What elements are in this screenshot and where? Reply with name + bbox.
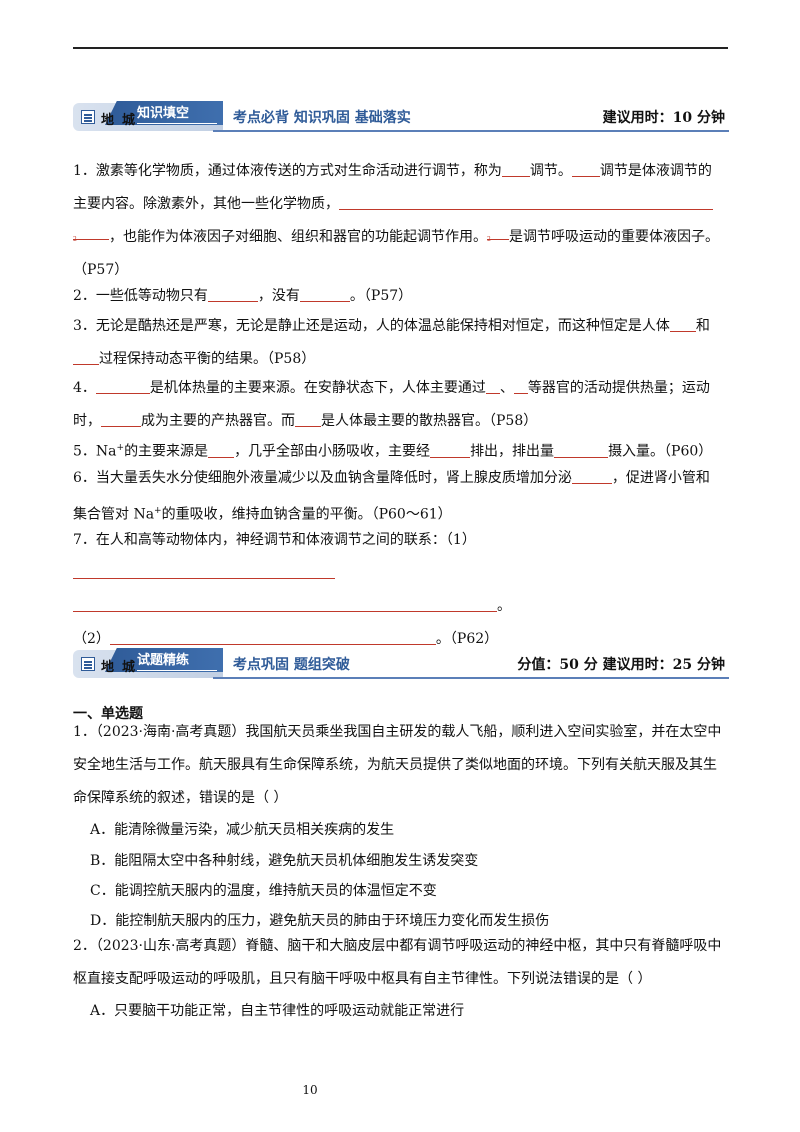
- answer-blank[interactable]: [73, 595, 497, 612]
- question-5: 5．Na+的主要来源是，几乎全部由小肠吸收，主要经排出，排出量摄入量。（P60）: [73, 432, 733, 469]
- score-and-time: 分值：50 分 建议用时：25 分钟: [517, 657, 725, 673]
- answer-blank[interactable]: [295, 410, 321, 427]
- problem-2: 2．（2023·山东·高考真题）脊髓、脑干和大脑皮层中都有调节呼吸运动的神经中枢…: [73, 938, 722, 987]
- question-4: 4．是机体热量的主要来源。在安静状态下，人体主要通过、等器官的活动提供热量；运动…: [73, 372, 733, 438]
- answer-blank[interactable]: [109, 628, 436, 645]
- suggested-time: 建议用时：10 分钟: [602, 110, 725, 126]
- section-tag-underline: [137, 670, 217, 671]
- answer-blank[interactable]: [73, 562, 335, 579]
- section-underline: [213, 130, 729, 132]
- question-3: 3．无论是酷热还是严寒，无论是静止还是运动，人的体温总能保持相对恒定，而这种恒定…: [73, 310, 733, 376]
- section-motto: 考点必背 知识巩固 基础落实: [233, 110, 411, 126]
- answer-blank[interactable]: 2: [487, 223, 509, 243]
- answer-blank[interactable]: [208, 441, 235, 458]
- problem-1-option-d[interactable]: D．能控制航天服内的压力，避免航天员的肺由于环境压力变化而发生损伤: [90, 913, 550, 929]
- section-tag: 试题精练: [137, 653, 190, 668]
- answer-blank[interactable]: [207, 285, 258, 302]
- book-icon: [81, 657, 95, 671]
- problem-1: 1．（2023·海南·高考真题）我国航天员乘坐我国自主研发的载人飞船，顺利进入空…: [73, 724, 722, 806]
- answer-blank[interactable]: [339, 193, 713, 210]
- answer-blank[interactable]: [299, 285, 350, 302]
- answer-blank[interactable]: [101, 410, 141, 427]
- question-6: 6．当大量丢失水分使细胞外液量减少以及血钠含量降低时，肾上腺皮质增加分泌，促进肾…: [73, 462, 733, 532]
- section-badge-dark: [105, 648, 223, 672]
- section-heading: 一、单选题: [73, 706, 143, 722]
- section-tag: 知识填空: [137, 106, 190, 121]
- section-motto: 考点巩固 题组突破: [233, 657, 350, 673]
- answer-blank[interactable]: [430, 441, 471, 458]
- answer-blank[interactable]: [554, 441, 609, 458]
- problem-1-option-a[interactable]: A．能清除微量污染，减少航天员相关疾病的发生: [90, 822, 395, 838]
- page-number: 10: [302, 1083, 318, 1097]
- answer-blank[interactable]: 2: [73, 223, 109, 243]
- question-2: 2．一些低等动物只有，没有。（P57）: [73, 280, 733, 313]
- answer-blank[interactable]: [485, 377, 500, 394]
- answer-blank[interactable]: [95, 377, 150, 394]
- question-7: 7．在人和高等动物体内，神经调节和体液调节之间的联系：（1） 。 （2）。（P6…: [73, 532, 511, 647]
- book-icon: [81, 110, 95, 124]
- top-rule: [73, 47, 728, 49]
- answer-blank[interactable]: [669, 315, 696, 332]
- problem-1-option-b[interactable]: B．能阻隔太空中各种射线，避免航天员机体细胞发生诱发突变: [90, 853, 479, 869]
- section-header-knowledge: 地城 知识填空 考点必背 知识巩固 基础落实 建议用时：10 分钟: [73, 101, 729, 133]
- answer-blank[interactable]: [513, 377, 528, 394]
- section-underline: [213, 677, 729, 679]
- answer-blank[interactable]: [73, 348, 99, 365]
- problem-1-option-c[interactable]: C．能调控航天服内的温度，维持航天员的体温恒定不变: [90, 883, 437, 899]
- section-header-practice: 地城 试题精练 考点巩固 题组突破 分值：50 分 建议用时：25 分钟: [73, 648, 729, 680]
- answer-blank[interactable]: [571, 467, 612, 484]
- section-brand: 地城: [101, 113, 144, 128]
- problem-2-option-a[interactable]: A．只要脑干功能正常，自主节律性的呼吸运动就能正常进行: [90, 1003, 465, 1019]
- question-1: 1．激素等化学物质，通过体液传送的方式对生命活动进行调节，称为调节。调节是体液调…: [73, 155, 733, 287]
- answer-blank[interactable]: [571, 160, 600, 177]
- section-badge-dark: [105, 101, 223, 125]
- answer-blank[interactable]: [501, 160, 530, 177]
- section-brand: 地城: [101, 660, 144, 675]
- section-tag-underline: [137, 123, 217, 124]
